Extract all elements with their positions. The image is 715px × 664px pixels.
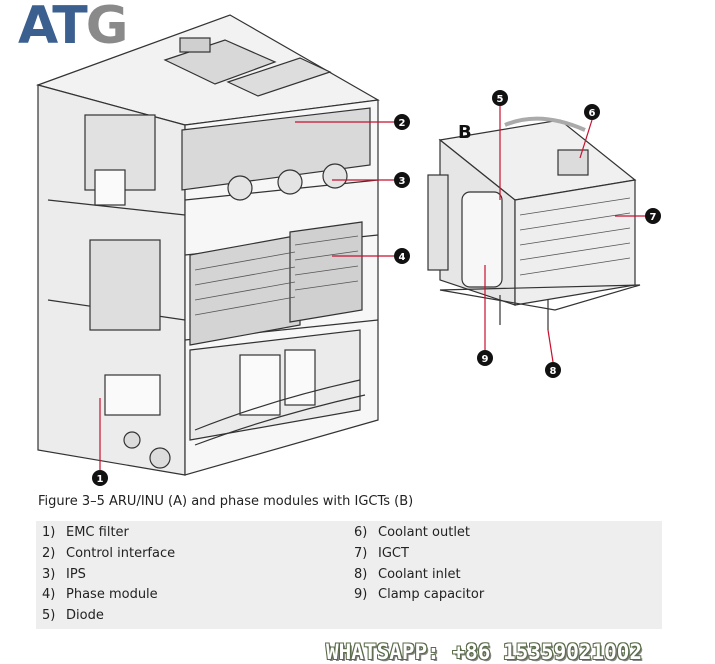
label-b: B bbox=[458, 122, 472, 143]
legend-item-coolant-outlet: 6)Coolant outlet bbox=[354, 525, 471, 540]
logo-text: ATG bbox=[18, 0, 129, 56]
callout-lines bbox=[99, 106, 645, 470]
legend-item-igct: 7)IGCT bbox=[354, 546, 409, 561]
phase-module-b-drawing bbox=[427, 116, 641, 330]
legend-table: 1)EMC filter 2)Control interface 3)IPS 4… bbox=[36, 521, 662, 629]
legend-item-ips: 3)IPS bbox=[42, 567, 86, 582]
logo-text-g: G bbox=[85, 0, 129, 56]
callout-badge-6: 6 bbox=[584, 104, 600, 120]
svg-text:4: 4 bbox=[399, 252, 406, 263]
callout-badge-1: 1 bbox=[92, 470, 108, 486]
legend-item-control-interface: 2)Control interface bbox=[42, 546, 176, 561]
svg-text:2: 2 bbox=[399, 118, 406, 129]
atg-logo: ATG bbox=[8, 0, 158, 56]
callout-badge-5: 5 bbox=[492, 90, 508, 106]
legend-item-diode: 5)Diode bbox=[42, 608, 104, 623]
legend-item-coolant-inlet: 8)Coolant inlet bbox=[354, 567, 461, 582]
callout-badge-4: 4 bbox=[394, 248, 410, 264]
whatsapp-watermark: WHATSAPP: +86 15359021002 bbox=[326, 640, 643, 664]
svg-text:3: 3 bbox=[399, 176, 406, 187]
callout-badge-8: 8 bbox=[545, 362, 561, 378]
svg-text:8: 8 bbox=[550, 366, 557, 377]
callout-badge-2: 2 bbox=[394, 114, 410, 130]
figure-caption: Figure 3–5 ARU/INU (A) and phase modules… bbox=[38, 494, 414, 509]
legend-item-emc-filter: 1)EMC filter bbox=[42, 525, 129, 540]
callout-badge-3: 3 bbox=[394, 172, 410, 188]
logo-text-at: AT bbox=[18, 0, 88, 56]
legend-item-phase-module: 4)Phase module bbox=[42, 587, 158, 602]
svg-text:7: 7 bbox=[650, 212, 657, 223]
svg-text:1: 1 bbox=[97, 474, 104, 485]
cabinet-a-drawing bbox=[36, 14, 380, 476]
svg-text:6: 6 bbox=[589, 108, 596, 119]
svg-text:5: 5 bbox=[497, 94, 504, 105]
cabinet-illustration: 1 2 3 4 5 6 7 8 9 B bbox=[36, 14, 661, 486]
callout-badge-9: 9 bbox=[477, 350, 493, 366]
callout-badge-7: 7 bbox=[645, 208, 661, 224]
legend-item-clamp-capacitor: 9)Clamp capacitor bbox=[354, 587, 485, 602]
svg-text:9: 9 bbox=[482, 354, 489, 365]
